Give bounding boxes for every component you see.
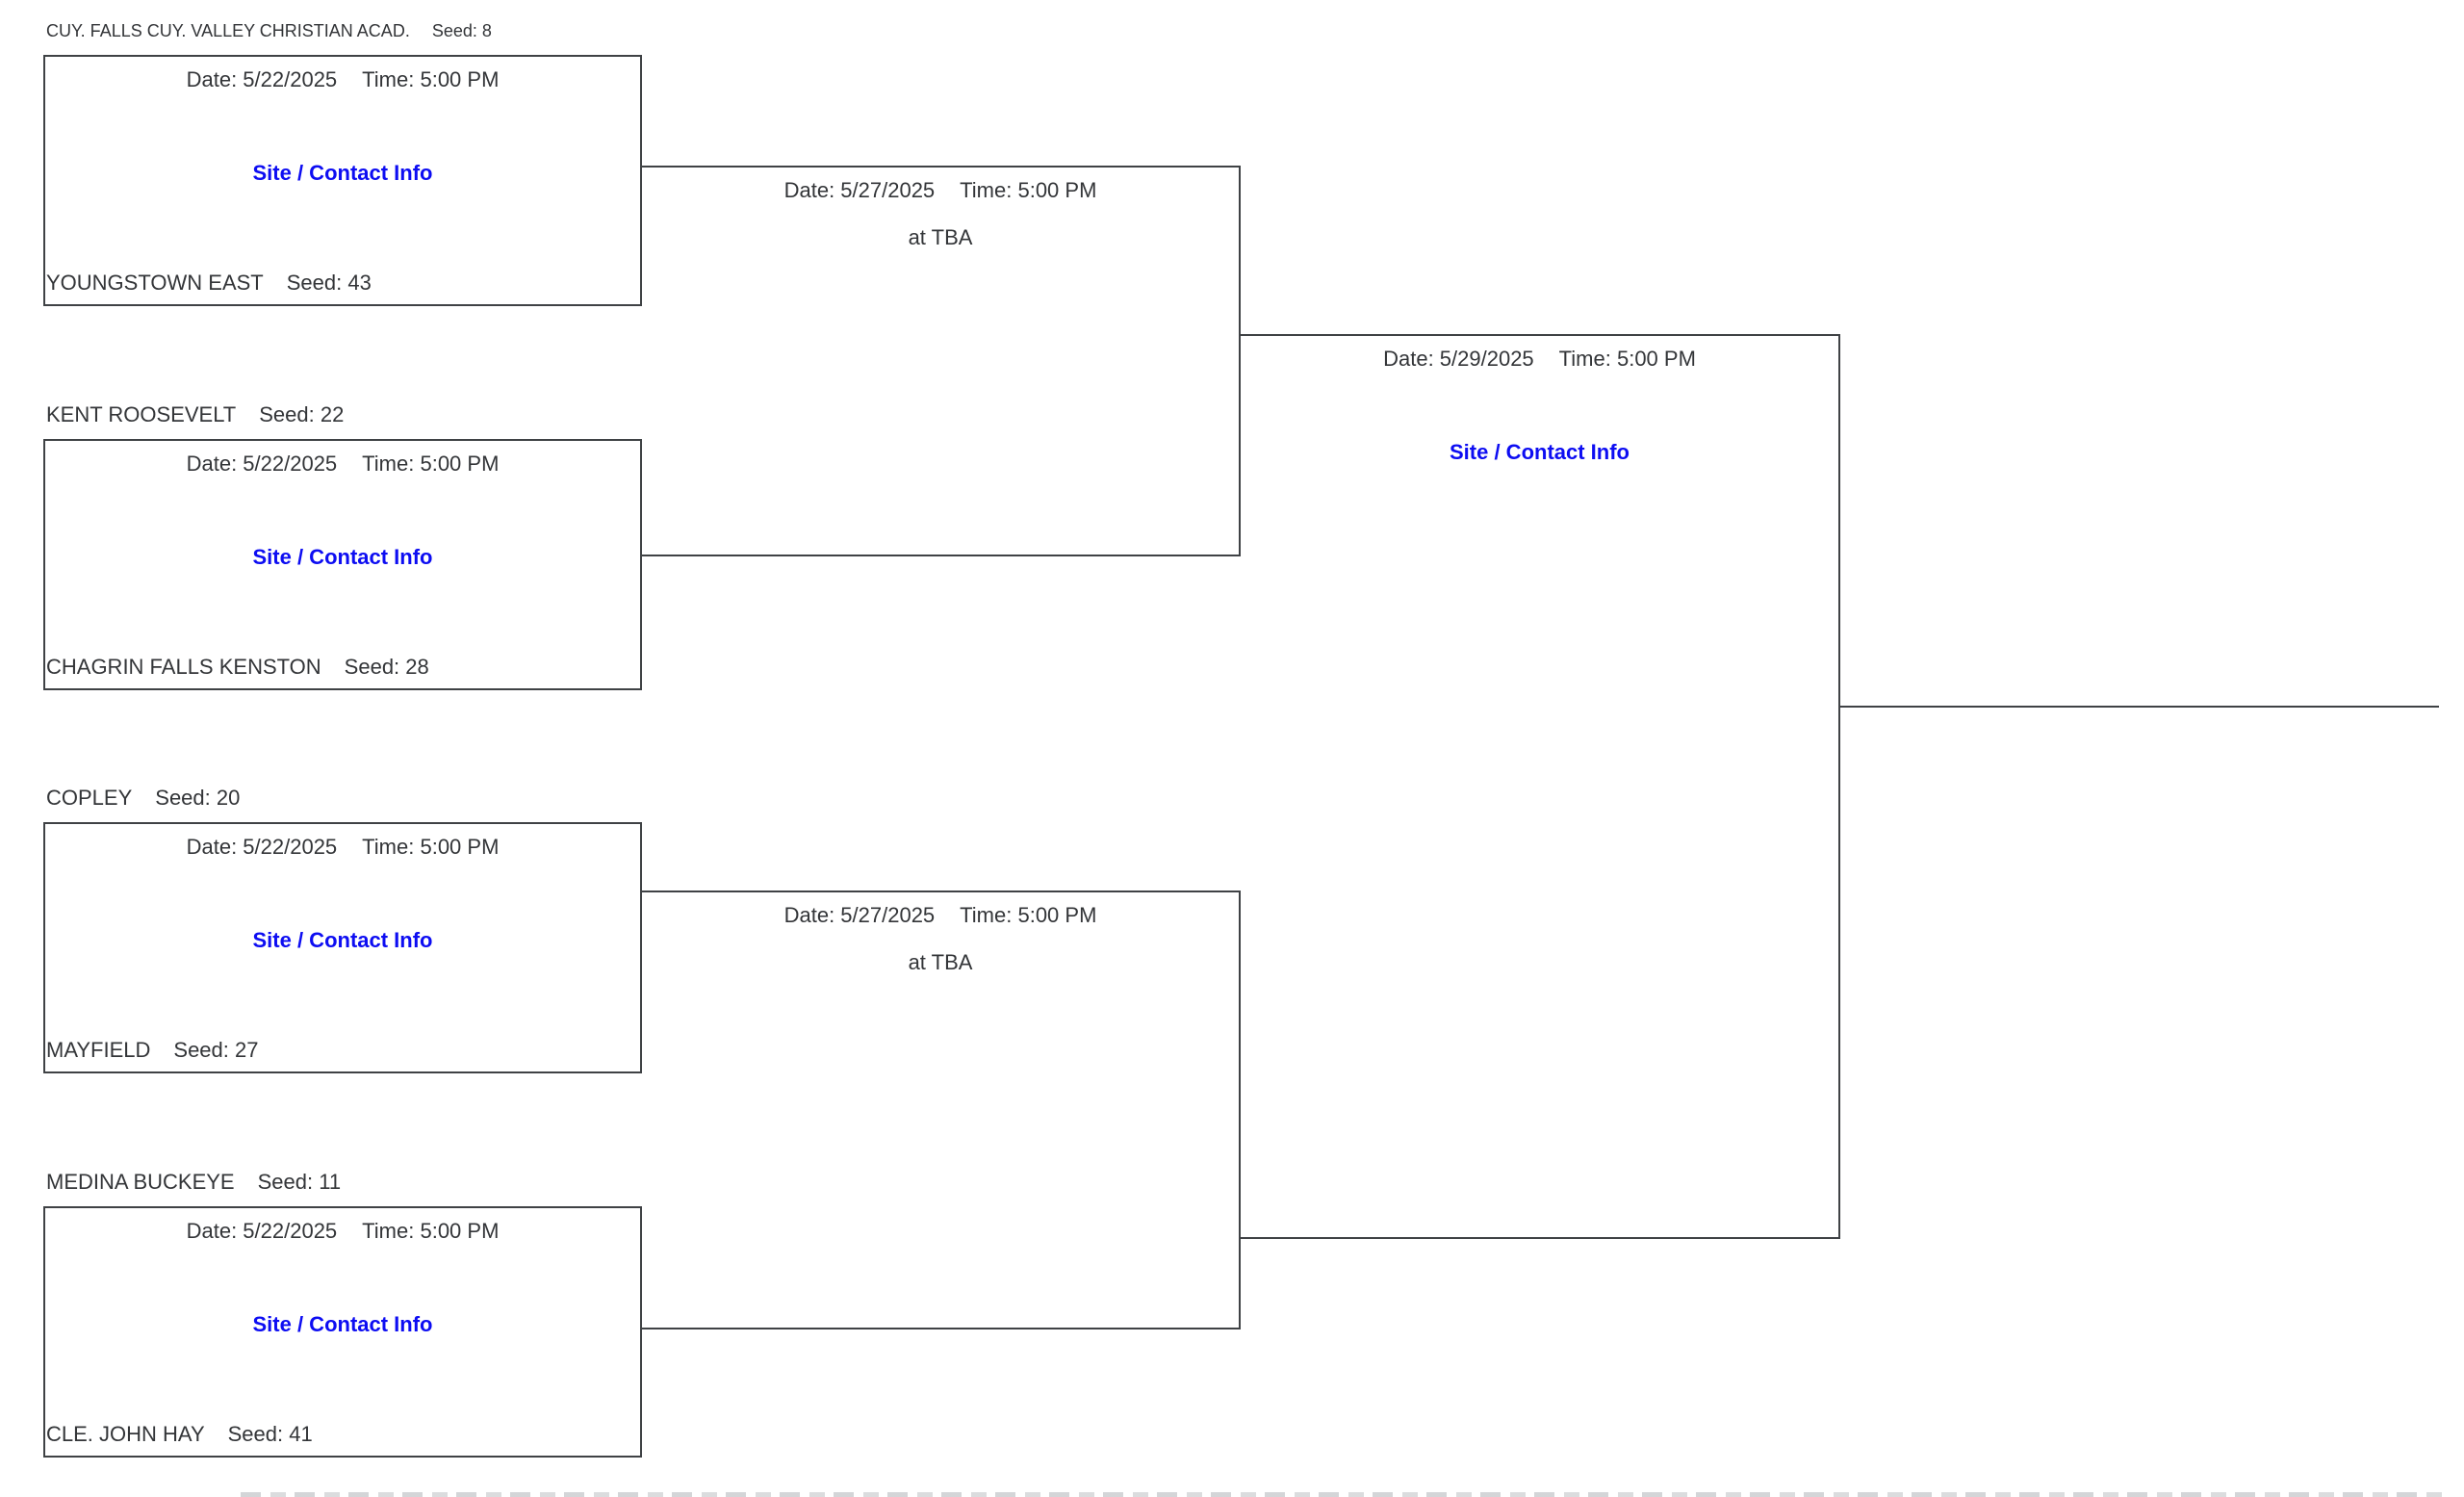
match-date: Date: 5/22/2025 xyxy=(186,835,338,859)
final-site-contact-link[interactable]: Site / Contact Info xyxy=(1450,440,1630,464)
match1-site-contact-link[interactable]: Site / Contact Info xyxy=(252,161,433,185)
match3-date-time: Date: 5/22/2025 Time: 5:00 PM xyxy=(45,835,640,860)
team-seed: Seed: 22 xyxy=(259,402,345,426)
team-name: CUY. FALLS CUY. VALLEY CHRISTIAN ACAD. xyxy=(46,21,410,40)
semifinal2-box: Date: 5/27/2025 Time: 5:00 PM at TBA xyxy=(642,890,1241,1329)
match-time: Time: 5:00 PM xyxy=(960,903,1097,927)
champion-advancement-line xyxy=(1840,706,2439,708)
match1-top-team-label: CUY. FALLS CUY. VALLEY CHRISTIAN ACAD. S… xyxy=(46,18,492,43)
match-date: Date: 5/22/2025 xyxy=(186,67,338,91)
match4-date-time: Date: 5/22/2025 Time: 5:00 PM xyxy=(45,1219,640,1244)
team-seed: Seed: 20 xyxy=(155,786,241,810)
match3-box: Date: 5/22/2025 Time: 5:00 PM Site / Con… xyxy=(43,822,642,1073)
match-time: Time: 5:00 PM xyxy=(1558,347,1696,371)
match-time: Time: 5:00 PM xyxy=(362,67,500,91)
team-seed: Seed: 8 xyxy=(431,21,492,40)
match-date: Date: 5/22/2025 xyxy=(186,452,338,476)
team-seed: Seed: 11 xyxy=(257,1170,342,1194)
semifinal1-date-time: Date: 5/27/2025 Time: 5:00 PM xyxy=(642,178,1239,203)
match4-top-team-label: MEDINA BUCKEYE Seed: 11 xyxy=(46,1170,341,1195)
match-time: Time: 5:00 PM xyxy=(362,452,500,476)
match2-date-time: Date: 5/22/2025 Time: 5:00 PM xyxy=(45,452,640,477)
match-time: Time: 5:00 PM xyxy=(960,178,1097,202)
semifinal1-box: Date: 5/27/2025 Time: 5:00 PM at TBA xyxy=(642,166,1241,556)
semifinal2-date-time: Date: 5/27/2025 Time: 5:00 PM xyxy=(642,903,1239,928)
semifinal1-location: at TBA xyxy=(908,225,973,249)
match1-date-time: Date: 5/22/2025 Time: 5:00 PM xyxy=(45,67,640,92)
match4-bottom-team-label: CLE. JOHN HAY Seed: 41 xyxy=(46,1422,313,1447)
final-box: Date: 5/29/2025 Time: 5:00 PM Site / Con… xyxy=(1241,334,1840,1239)
match2-box: Date: 5/22/2025 Time: 5:00 PM Site / Con… xyxy=(43,439,642,690)
team-name: MAYFIELD xyxy=(46,1038,151,1062)
match2-top-team-label: KENT ROOSEVELT Seed: 22 xyxy=(46,402,344,427)
clipped-footer-text xyxy=(241,1492,2445,1497)
team-name: MEDINA BUCKEYE xyxy=(46,1170,235,1194)
match1-bottom-team-label: YOUNGSTOWN EAST Seed: 43 xyxy=(46,271,372,296)
match3-site-contact-link[interactable]: Site / Contact Info xyxy=(252,928,433,952)
match-time: Time: 5:00 PM xyxy=(362,835,500,859)
match-time: Time: 5:00 PM xyxy=(362,1219,500,1243)
team-name: CLE. JOHN HAY xyxy=(46,1422,205,1446)
team-name: COPLEY xyxy=(46,786,133,810)
match2-bottom-team-label: CHAGRIN FALLS KENSTON Seed: 28 xyxy=(46,655,429,680)
team-name: KENT ROOSEVELT xyxy=(46,402,237,426)
match-date: Date: 5/27/2025 xyxy=(783,178,936,202)
match1-box: Date: 5/22/2025 Time: 5:00 PM Site / Con… xyxy=(43,55,642,306)
team-seed: Seed: 28 xyxy=(344,655,429,679)
team-name: CHAGRIN FALLS KENSTON xyxy=(46,655,321,679)
team-name: YOUNGSTOWN EAST xyxy=(46,271,264,295)
match3-top-team-label: COPLEY Seed: 20 xyxy=(46,786,240,811)
team-seed: Seed: 43 xyxy=(286,271,372,295)
match4-site-contact-link[interactable]: Site / Contact Info xyxy=(252,1312,433,1336)
match-date: Date: 5/27/2025 xyxy=(783,903,936,927)
semifinal2-location: at TBA xyxy=(908,950,973,974)
match-date: Date: 5/29/2025 xyxy=(1383,347,1534,371)
match-date: Date: 5/22/2025 xyxy=(186,1219,338,1243)
match2-site-contact-link[interactable]: Site / Contact Info xyxy=(252,545,433,569)
match4-box: Date: 5/22/2025 Time: 5:00 PM Site / Con… xyxy=(43,1206,642,1458)
final-date-time: Date: 5/29/2025 Time: 5:00 PM xyxy=(1241,347,1838,372)
team-seed: Seed: 41 xyxy=(227,1422,313,1446)
team-seed: Seed: 27 xyxy=(173,1038,259,1062)
match3-bottom-team-label: MAYFIELD Seed: 27 xyxy=(46,1038,258,1063)
